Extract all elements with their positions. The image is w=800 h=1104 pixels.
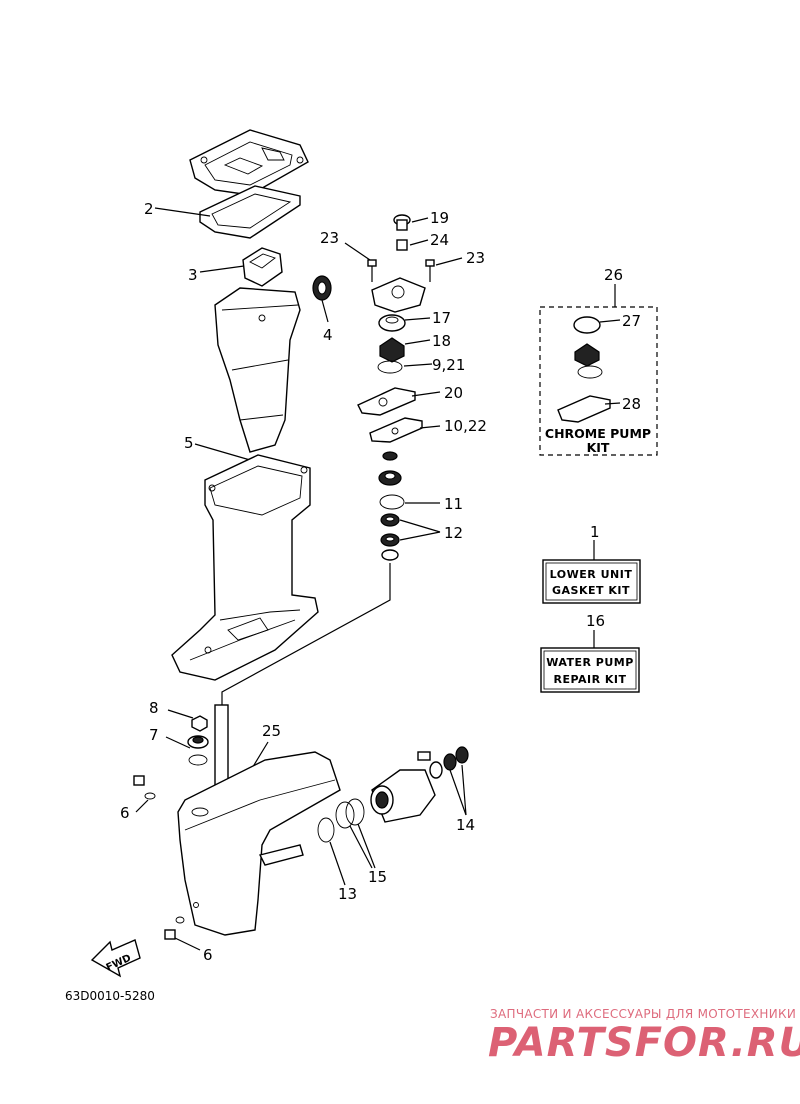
plate-20 xyxy=(357,387,416,416)
callout-14: 14 xyxy=(456,816,475,834)
callout-26: 26 xyxy=(604,266,623,284)
callout-15: 15 xyxy=(368,868,387,886)
callout-23b: 23 xyxy=(466,249,485,267)
bolt-6b xyxy=(164,916,185,940)
callout-18: 18 xyxy=(432,332,451,350)
chrome-pump-kit-box xyxy=(539,306,658,456)
seal-small xyxy=(382,451,398,461)
water-pump-kit-line1: WATER PUMP xyxy=(546,656,634,669)
callout-1: 1 xyxy=(590,523,600,541)
nut-8 xyxy=(191,715,208,732)
bolt-23a xyxy=(367,259,377,282)
seal-4 xyxy=(312,275,332,301)
lower-unit-kit-line2: GASKET KIT xyxy=(552,584,630,597)
pump-housing xyxy=(371,277,426,313)
callout-17: 17 xyxy=(432,309,451,327)
housing-ring xyxy=(378,470,402,486)
callout-27: 27 xyxy=(622,312,641,330)
callout-24: 24 xyxy=(430,231,449,249)
insert-17 xyxy=(378,314,406,332)
chrome-pump-kit-line2: KIT xyxy=(587,440,610,455)
callout-13: 13 xyxy=(338,885,357,903)
callout-20: 20 xyxy=(444,384,463,402)
bolt-6a xyxy=(133,775,156,800)
guide-3 xyxy=(242,247,283,287)
diagram-code: 63D0010-5280 xyxy=(65,989,155,1003)
seals-14 xyxy=(429,746,469,779)
callout-8: 8 xyxy=(149,699,159,717)
lower-unit xyxy=(177,751,341,936)
impeller-18 xyxy=(379,337,405,363)
o-rings-15 xyxy=(335,798,365,829)
o-ring-13 xyxy=(317,817,335,843)
callout-9-21: 9,21 xyxy=(432,356,465,374)
callout-19: 19 xyxy=(430,209,449,227)
watermark-brand: PARTSFOR.RU xyxy=(488,1020,800,1066)
o-ring-11 xyxy=(379,494,405,510)
bearing-housing xyxy=(370,751,436,823)
upper-casing xyxy=(171,454,319,681)
callout-3: 3 xyxy=(188,266,198,284)
callout-2: 2 xyxy=(144,200,154,218)
lower-unit-kit-line1: LOWER UNIT xyxy=(550,568,633,581)
watermark-tagline: ЗАПЧАСТИ И АКСЕССУАРЫ ДЛЯ МОТОТЕХНИКИ xyxy=(490,1007,796,1021)
exhaust-guide xyxy=(214,287,301,453)
water-pump-repair-kit-box xyxy=(540,647,640,693)
gasket-9-21 xyxy=(377,360,403,374)
lower-unit-gasket-kit-box xyxy=(542,559,641,604)
callout-6b: 6 xyxy=(203,946,213,964)
bolt-19 xyxy=(393,214,411,231)
washer xyxy=(381,549,399,561)
chrome-pump-kit-line1: CHROME PUMP xyxy=(545,426,651,441)
callout-23a: 23 xyxy=(320,229,339,247)
callout-6a: 6 xyxy=(120,804,130,822)
callout-4: 4 xyxy=(323,326,333,344)
callout-16: 16 xyxy=(586,612,605,630)
gasket-10-22 xyxy=(369,417,423,443)
callout-7: 7 xyxy=(149,726,159,744)
seal-12a xyxy=(380,513,400,527)
fwd-arrow xyxy=(90,939,141,978)
gasket-2 xyxy=(199,185,301,239)
water-pump-kit-line2: REPAIR KIT xyxy=(553,673,626,686)
callout-11: 11 xyxy=(444,495,463,513)
collar-24 xyxy=(396,239,408,251)
callout-10-22: 10,22 xyxy=(444,417,487,435)
seal-12b xyxy=(380,533,400,547)
callout-28: 28 xyxy=(622,395,641,413)
callout-5: 5 xyxy=(184,434,194,452)
bolt-23b xyxy=(425,259,435,282)
grommet-7 xyxy=(187,735,209,766)
upper-mount-plate xyxy=(189,129,309,196)
callout-12: 12 xyxy=(444,524,463,542)
callout-25: 25 xyxy=(262,722,281,740)
